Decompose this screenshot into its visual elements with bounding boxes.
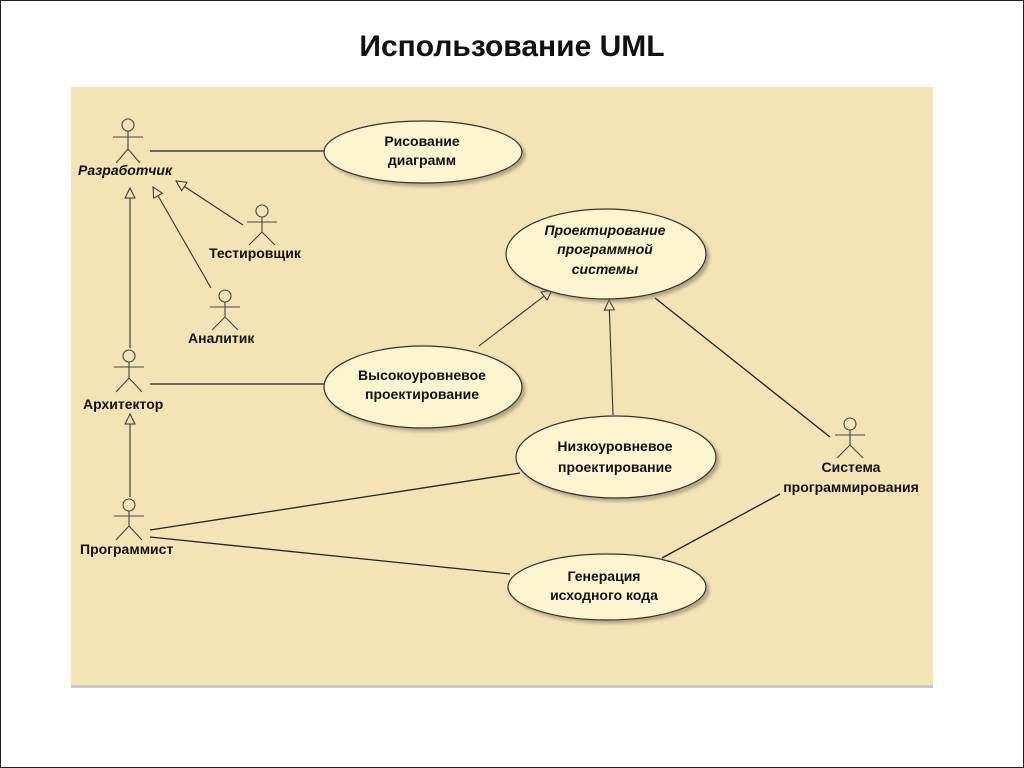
gen-tester-developer — [176, 181, 244, 226]
assoc-system-codegen — [661, 493, 781, 559]
usecase-codegen-label-2: исходного кода — [550, 587, 658, 603]
actor-architect-label: Архитектор — [83, 396, 163, 412]
usecase-codegen — [507, 553, 707, 621]
gen-highlevel-design — [478, 290, 552, 347]
usecase-drawing-label-1: Рисование — [384, 133, 460, 149]
usecase-codegen-label-1: Генерация — [568, 568, 641, 584]
assoc-programmer-codegen — [149, 536, 511, 575]
usecase-low-level — [515, 415, 717, 499]
actor-system-figure — [835, 417, 865, 459]
actor-developer-figure — [113, 118, 143, 164]
actor-analyst-figure — [210, 289, 240, 331]
actor-programmer-figure — [114, 498, 144, 541]
usecase-low-level-label-2: проектирование — [558, 459, 672, 475]
usecase-design — [505, 208, 707, 300]
assoc-programmer-lowlevel — [149, 472, 521, 531]
actor-architect-figure — [114, 349, 144, 393]
page-title: Использование UML — [359, 30, 665, 63]
gen-analyst-developer — [153, 187, 212, 289]
usecase-drawing — [323, 120, 523, 184]
usecase-high-level-label-2: проектирование — [365, 386, 479, 402]
usecase-high-level-label-1: Высокоуровневое — [358, 367, 486, 383]
usecase-drawing-label-2: диаграмм — [388, 152, 456, 168]
actor-tester-label: Тестировщик — [209, 245, 302, 261]
actor-analyst-label: Аналитик — [188, 330, 255, 346]
actor-system-label-1: Система — [822, 459, 881, 475]
usecase-design-label-1: Проектирование — [544, 222, 665, 238]
usecase-high-level — [323, 345, 523, 429]
actor-developer-label: Разработчик — [78, 162, 173, 178]
usecase-low-level-label-1: Низкоуровневое — [557, 438, 672, 454]
actor-tester-figure — [247, 204, 277, 246]
usecase-design-label-2: программной — [557, 241, 653, 257]
usecase-design-label-3: системы — [572, 261, 639, 277]
actor-programmer-label: Программист — [80, 541, 173, 557]
actor-system-label-2: программирования — [783, 479, 919, 495]
assoc-system-design — [654, 297, 831, 438]
gen-lowlevel-design — [609, 300, 613, 416]
